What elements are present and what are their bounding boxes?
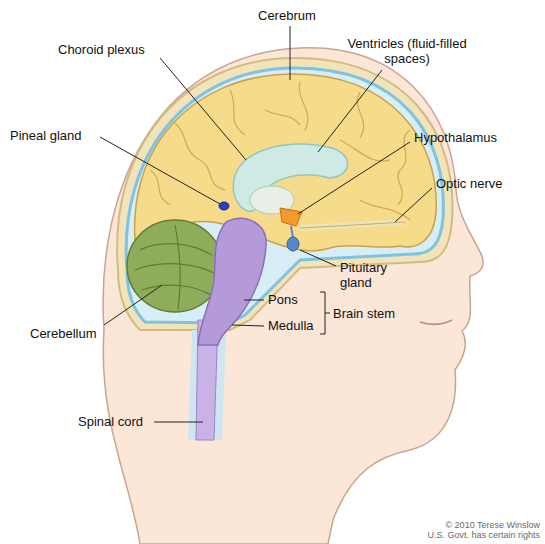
part-label: Medulla xyxy=(268,318,314,333)
gyri xyxy=(150,82,410,220)
cerebellum xyxy=(127,220,223,312)
pituitary-gland xyxy=(287,237,299,251)
part-label: Cerebrum xyxy=(258,8,316,23)
part-label: Cerebellum xyxy=(30,326,96,341)
leader-lines xyxy=(100,26,432,422)
head-outline xyxy=(103,48,483,544)
copyright-note: © 2010 Terese Winslow xyxy=(430,520,540,530)
part-label: Ventricles (fluid-filled spaces) xyxy=(340,36,474,66)
part-label: Spinal cord xyxy=(78,414,143,429)
part-label: Choroid plexus xyxy=(58,42,145,57)
skull xyxy=(117,58,452,330)
optic-nerve xyxy=(300,222,405,228)
part-label: Hypothalamus xyxy=(414,130,497,145)
bracket xyxy=(320,292,330,334)
brain-stem xyxy=(198,218,266,345)
part-label: Pituitary gland xyxy=(340,260,406,290)
part-label: Pineal gland xyxy=(10,128,82,143)
optic-nerve-edge xyxy=(300,222,405,228)
group-label: Brain stem xyxy=(333,306,395,321)
fluid-layer xyxy=(126,68,443,323)
pituitary-stalk xyxy=(291,226,293,238)
copyright-note: U.S. Govt. has certain rights xyxy=(410,530,540,540)
part-label: Optic nerve xyxy=(436,176,502,191)
cerebellum-folds xyxy=(135,225,218,310)
part-label: Pons xyxy=(268,292,298,307)
mouth xyxy=(420,320,452,324)
hypothalamus xyxy=(280,208,302,226)
pineal-gland xyxy=(219,202,229,210)
